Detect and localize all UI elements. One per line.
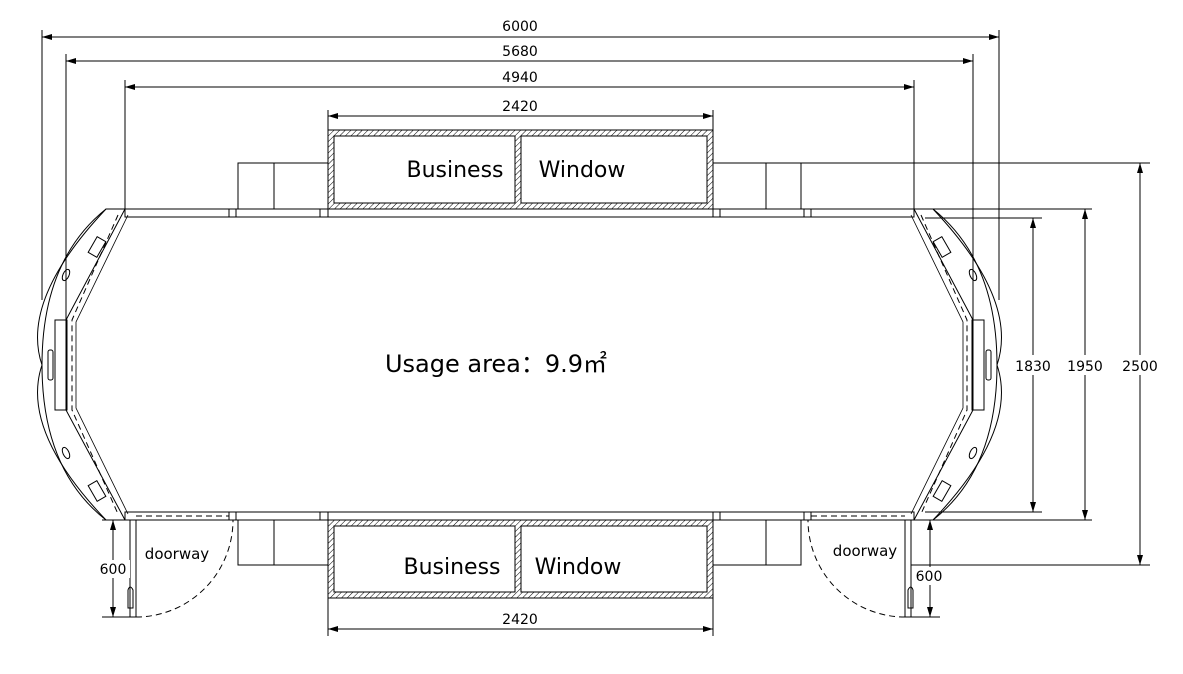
dim-label: 1830 bbox=[1015, 359, 1051, 375]
dimension-wall-depth: 1950 bbox=[914, 208, 1106, 521]
left-doorway[interactable]: 600 doorway bbox=[96, 519, 234, 618]
dimension-overall-length: 6000 bbox=[41, 19, 1000, 300]
bottom-business-window: Business Window bbox=[237, 519, 802, 599]
dimension-window-top: 2420 bbox=[327, 99, 714, 130]
window-label: Window bbox=[539, 158, 626, 183]
window-label: Business bbox=[403, 555, 500, 580]
window-label: Window bbox=[535, 555, 622, 580]
left-curved-end bbox=[37, 208, 129, 521]
dim-label: 600 bbox=[916, 569, 943, 585]
dim-label: 2420 bbox=[502, 612, 538, 628]
dim-label: 1950 bbox=[1067, 359, 1103, 375]
dimension-overall-depth: 2500 bbox=[801, 162, 1161, 566]
dim-label: 2420 bbox=[502, 99, 538, 115]
doorway-label: doorway bbox=[145, 545, 210, 563]
dimension-window-bottom: 2420 bbox=[327, 598, 714, 636]
dimension-inner-length: 4940 bbox=[124, 70, 915, 209]
dim-label: 4940 bbox=[502, 70, 538, 86]
dim-label: 2500 bbox=[1122, 359, 1158, 375]
window-label: Business bbox=[406, 158, 503, 183]
dimension-inner-depth: 1830 bbox=[925, 217, 1054, 513]
usage-area-label: Usage area：9.9㎡ bbox=[385, 350, 607, 378]
right-doorway[interactable]: 600 doorway bbox=[807, 519, 947, 618]
right-curved-end bbox=[910, 208, 1002, 521]
doorway-label: doorway bbox=[833, 542, 898, 560]
walls bbox=[124, 208, 915, 521]
top-business-window: Business Window bbox=[237, 129, 802, 210]
dimension-outer-length: 5680 bbox=[65, 44, 974, 320]
dim-label: 5680 bbox=[502, 44, 538, 60]
dim-label: 600 bbox=[100, 562, 127, 578]
dim-label: 6000 bbox=[502, 19, 538, 35]
